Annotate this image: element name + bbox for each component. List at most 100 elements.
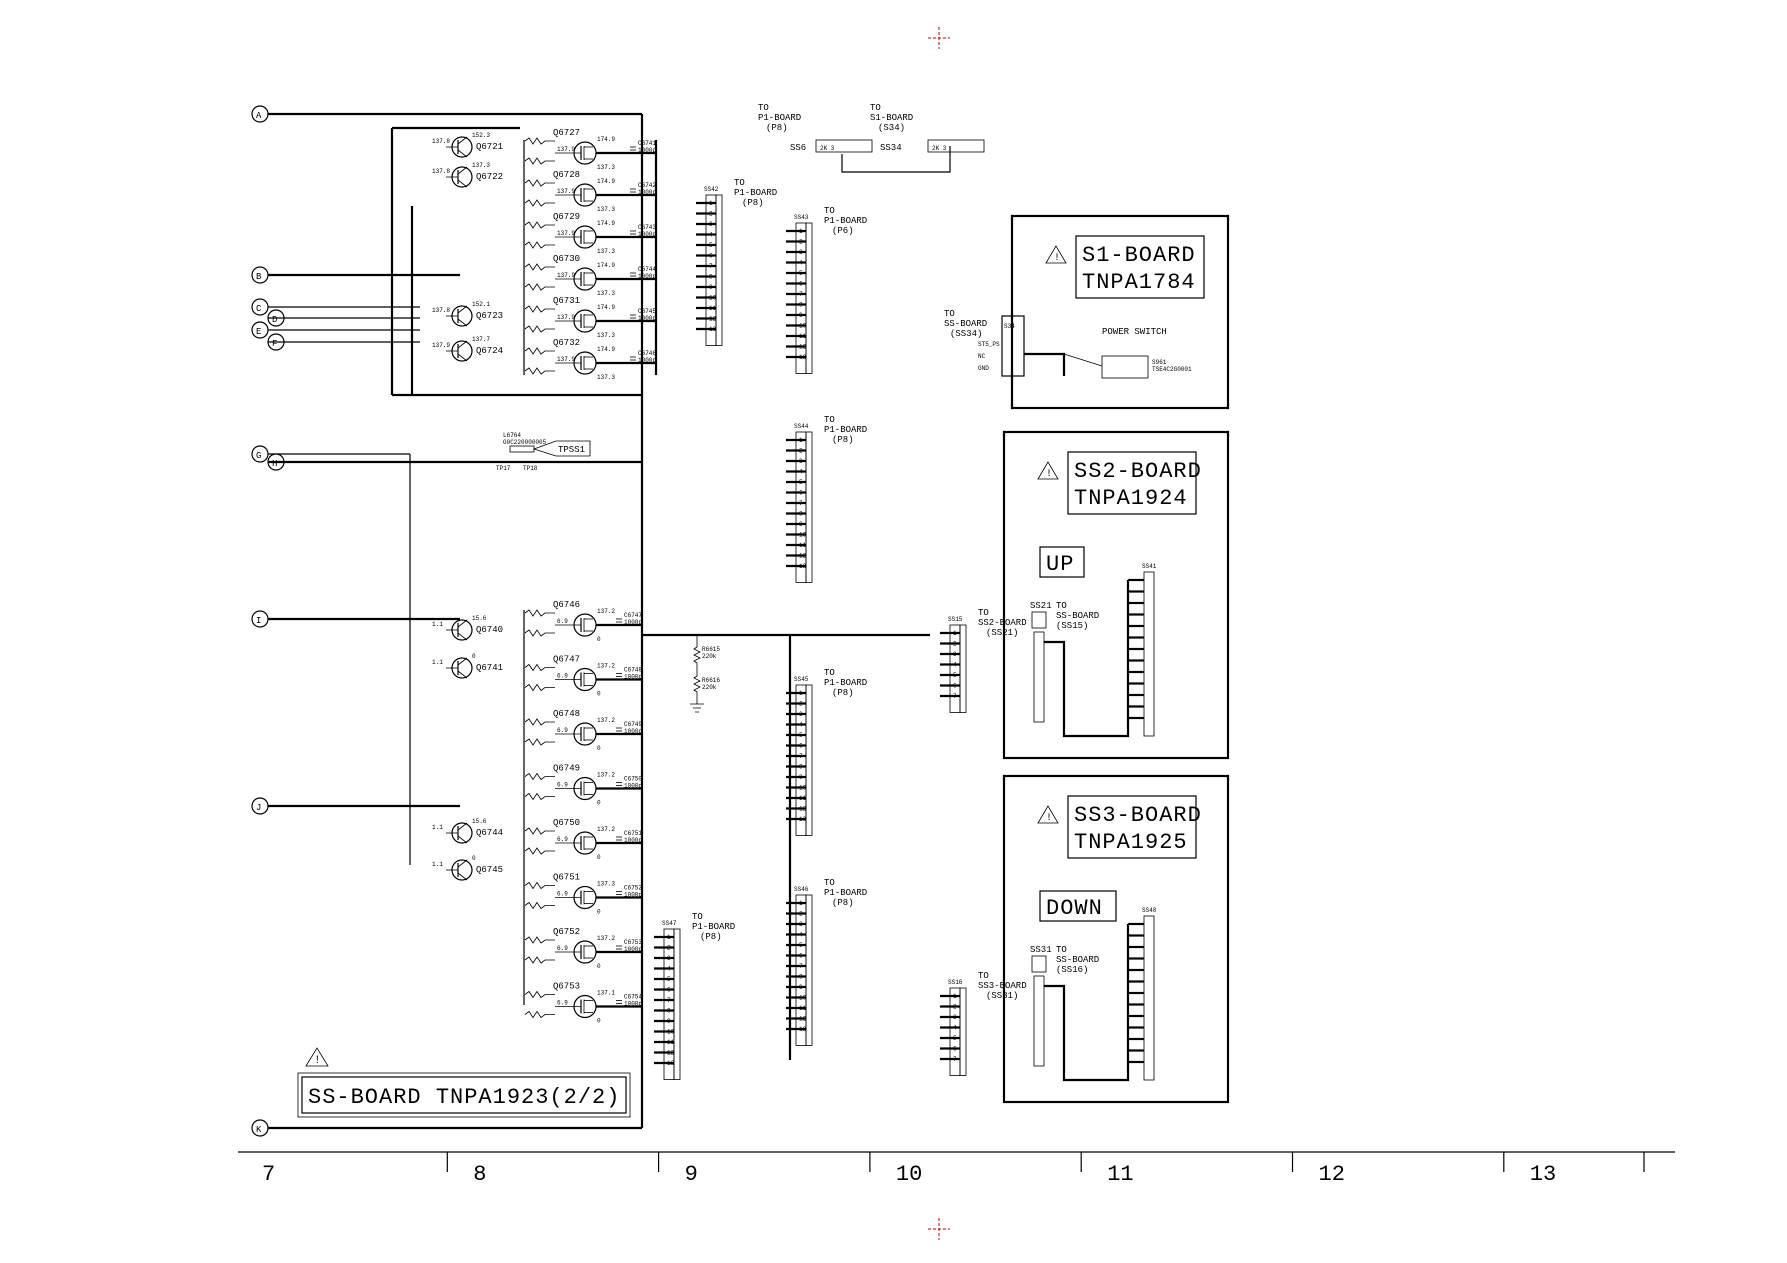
capacitor-value: 1000p	[624, 892, 642, 899]
svg-text:2: 2	[667, 945, 671, 952]
svg-text:4: 4	[953, 1025, 957, 1032]
fet-ref: Q6727	[553, 128, 580, 138]
svg-text:7: 7	[799, 963, 803, 970]
transistor-voltage-2: 152.1	[472, 301, 490, 308]
node-g: G	[251, 445, 269, 463]
transistor-voltage-2: 15.6	[472, 818, 487, 825]
svg-text:10: 10	[799, 995, 807, 1002]
fet-ref: Q6751	[553, 873, 580, 883]
svg-text:!: !	[1046, 469, 1052, 480]
fet-ref: Q6746	[553, 600, 580, 610]
svg-text:!: !	[1046, 813, 1052, 824]
svg-text:11: 11	[709, 305, 717, 312]
fet-v2: 6.9	[557, 618, 568, 625]
capacitor-value: 1000p	[638, 357, 656, 364]
svg-text:TSE4C2G0001: TSE4C2G0001	[1152, 366, 1192, 373]
node-label: I	[256, 616, 261, 626]
connector-to: TO	[824, 668, 835, 678]
connector-name: SS45	[794, 676, 809, 683]
capacitor-ref: C6753	[624, 939, 642, 946]
board-connector: S34	[1004, 323, 1015, 330]
fet-v3: 0	[597, 800, 601, 807]
svg-text:1: 1	[799, 690, 803, 697]
fet-ref: Q6749	[553, 764, 580, 774]
transistor-voltage-2: 0	[472, 855, 476, 862]
fet-v2: 6.9	[557, 727, 568, 734]
svg-text:4: 4	[799, 469, 803, 476]
svg-text:11: 11	[799, 542, 807, 549]
svg-text:4: 4	[799, 722, 803, 729]
r6616-value: 220k	[702, 684, 717, 691]
node-a: A	[251, 105, 269, 123]
svg-text:2: 2	[799, 448, 803, 455]
fet-ref: Q6752	[553, 927, 580, 937]
transistor-ref: Q6721	[476, 142, 503, 152]
capacitor-value: 1000p	[624, 619, 642, 626]
svg-text:NC: NC	[978, 353, 986, 360]
capacitor-ref: C6752	[624, 885, 642, 892]
capacitor-ref: C6751	[624, 830, 642, 837]
svg-text:3: 3	[953, 1014, 957, 1021]
svg-text:9: 9	[667, 1018, 671, 1025]
svg-text:11: 11	[799, 1005, 807, 1012]
connector-dest: SS3-BOARD	[978, 981, 1027, 991]
svg-text:S1-BOARD: S1-BOARD	[870, 113, 913, 123]
svg-text:2K 3: 2K 3	[820, 145, 835, 152]
title-block-label: SS-BOARD TNPA1923(2/2)	[308, 1085, 620, 1110]
svg-text:11: 11	[799, 333, 807, 340]
node-i: I	[251, 610, 269, 628]
connector-dest-pin: (P8)	[832, 435, 854, 445]
svg-text:TO: TO	[1056, 601, 1067, 611]
svg-text:6: 6	[799, 743, 803, 750]
transistor-voltage: 137.9	[432, 342, 450, 349]
node-label: D	[272, 315, 277, 325]
svg-text:8: 8	[667, 1008, 671, 1015]
board-name: SS3-BOARD	[1074, 803, 1202, 828]
svg-text:5: 5	[799, 479, 803, 486]
svg-text:4: 4	[799, 932, 803, 939]
connector-name: SS47	[662, 920, 677, 927]
svg-text:1: 1	[799, 437, 803, 444]
connector-to: TO	[734, 178, 745, 188]
svg-text:(S34): (S34)	[878, 123, 905, 133]
grid-column-12: 12	[1319, 1162, 1345, 1187]
fet-v2: 6.9	[557, 945, 568, 952]
fet-ref: Q6753	[553, 982, 580, 992]
board-name: S1-BOARD	[1082, 243, 1196, 268]
fet-v3: 137.3	[597, 164, 615, 171]
svg-text:4: 4	[667, 966, 671, 973]
svg-text:5: 5	[799, 732, 803, 739]
node-label: F	[272, 339, 277, 349]
fet-v1: 137.1	[597, 990, 615, 997]
board-name: SS2-BOARD	[1074, 459, 1202, 484]
registration-marks	[928, 27, 950, 1240]
svg-text:(SS16): (SS16)	[1056, 965, 1088, 975]
fet-v3: 137.3	[597, 290, 615, 297]
svg-text:8: 8	[799, 511, 803, 518]
capacitor-ref: C6744	[638, 266, 656, 273]
svg-text:2K 3: 2K 3	[932, 145, 947, 152]
grid-column-9: 9	[685, 1162, 698, 1187]
svg-text:11: 11	[799, 795, 807, 802]
svg-text:7: 7	[953, 693, 957, 700]
grid-column-7: 7	[262, 1162, 275, 1187]
fet-v3: 0	[597, 1018, 601, 1025]
fet-v1: 137.2	[597, 935, 615, 942]
svg-text:3: 3	[799, 711, 803, 718]
svg-text:10: 10	[799, 323, 807, 330]
svg-text:12: 12	[799, 553, 807, 560]
